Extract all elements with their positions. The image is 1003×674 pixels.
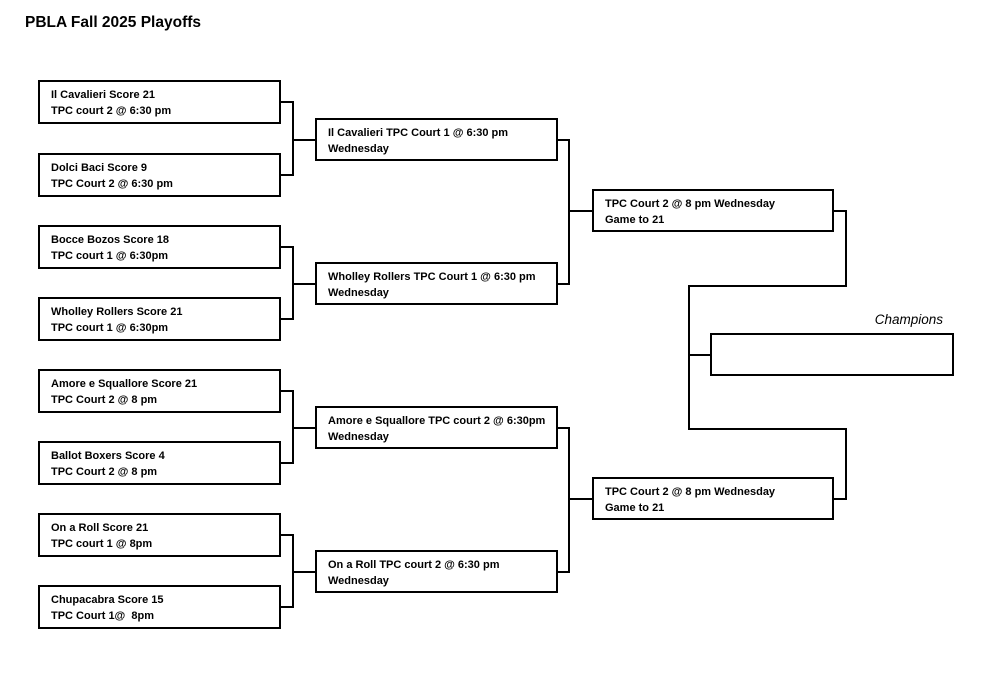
champions-box [710, 333, 954, 376]
team-score-line: Amore e Squallore Score 21 [51, 378, 198, 390]
game-to-line: Game to 21 [605, 214, 665, 226]
round2-box-wholley-rollers: Wholley Rollers TPC Court 1 @ 6:30 pm We… [315, 262, 558, 305]
schedule-line: TPC Court 2 @ 8 pm [51, 466, 158, 478]
connector-line [557, 427, 570, 429]
round1-box-chupacabra: Chupacabra Score 15 TPC Court 1@ 8pm [38, 585, 281, 629]
connector-line [280, 246, 294, 248]
team-score-line: Il Cavalieri Score 21 [51, 89, 155, 101]
connector-line [557, 283, 570, 285]
connector-line [292, 101, 294, 176]
team-score-line: On a Roll Score 21 [51, 522, 149, 534]
round2-box-il-cavalieri: Il Cavalieri TPC Court 1 @ 6:30 pm Wedne… [315, 118, 558, 161]
connector-line [845, 428, 847, 500]
connector-line [280, 390, 294, 392]
winner-schedule-line: Wholley Rollers TPC Court 1 @ 6:30 pm [328, 271, 536, 283]
connector-line [280, 606, 294, 608]
connector-line [292, 283, 315, 285]
semifinal-schedule-line: TPC Court 2 @ 8 pm Wednesday [605, 486, 776, 498]
team-score-line: Wholley Rollers Score 21 [51, 306, 183, 318]
round1-box-dolci-baci: Dolci Baci Score 9 TPC Court 2 @ 6:30 pm [38, 153, 281, 197]
connector-line [568, 498, 592, 500]
round1-box-on-a-roll: On a Roll Score 21 TPC court 1 @ 8pm [38, 513, 281, 557]
connector-line [688, 354, 710, 356]
connector-line [280, 318, 294, 320]
round2-box-on-a-roll: On a Roll TPC court 2 @ 6:30 pm Wednesda… [315, 550, 558, 593]
semifinal-schedule-line: TPC Court 2 @ 8 pm Wednesday [605, 198, 776, 210]
connector-line [688, 285, 847, 287]
winner-schedule-line: On a Roll TPC court 2 @ 6:30 pm [328, 559, 500, 571]
schedule-line: TPC Court 2 @ 8 pm [51, 394, 158, 406]
connector-line [280, 174, 294, 176]
schedule-line: TPC court 1 @ 6:30pm [51, 322, 169, 334]
connector-line [280, 534, 294, 536]
team-score-line: Chupacabra Score 15 [51, 594, 164, 606]
connector-line [833, 498, 847, 500]
team-score-line: Bocce Bozos Score 18 [51, 234, 169, 246]
connector-line [557, 571, 570, 573]
connector-line [688, 428, 847, 430]
connector-line [280, 101, 294, 103]
semifinal-box-top: TPC Court 2 @ 8 pm Wednesday Game to 21 [592, 189, 834, 232]
round1-box-bocce-bozos: Bocce Bozos Score 18 TPC court 1 @ 6:30p… [38, 225, 281, 269]
winner-schedule-line: Amore e Squallore TPC court 2 @ 6:30pm [328, 415, 546, 427]
schedule-line: TPC Court 2 @ 6:30 pm [51, 178, 173, 190]
connector-line [833, 210, 847, 212]
game-to-line: Game to 21 [605, 502, 665, 514]
team-score-line: Dolci Baci Score 9 [51, 162, 147, 174]
schedule-line: TPC court 1 @ 6:30pm [51, 250, 169, 262]
round1-box-il-cavalieri: Il Cavalieri Score 21 TPC court 2 @ 6:30… [38, 80, 281, 124]
team-score-line: Ballot Boxers Score 4 [51, 450, 165, 462]
connector-line [845, 210, 847, 287]
connector-line [292, 427, 315, 429]
schedule-line: TPC court 1 @ 8pm [51, 538, 153, 550]
day-line: Wednesday [328, 287, 389, 299]
round1-box-ballot-boxers: Ballot Boxers Score 4 TPC Court 2 @ 8 pm [38, 441, 281, 485]
round1-box-amore-e-squallore: Amore e Squallore Score 21 TPC Court 2 @… [38, 369, 281, 413]
day-line: Wednesday [328, 143, 389, 155]
day-line: Wednesday [328, 431, 389, 443]
connector-line [568, 427, 570, 573]
connector-line [557, 139, 570, 141]
schedule-line: TPC court 2 @ 6:30 pm [51, 105, 172, 117]
connector-line [568, 210, 592, 212]
connector-line [292, 139, 315, 141]
schedule-line: TPC Court 1@ 8pm [51, 610, 155, 622]
winner-schedule-line: Il Cavalieri TPC Court 1 @ 6:30 pm [328, 127, 509, 139]
connector-line [280, 462, 294, 464]
round1-box-wholley-rollers: Wholley Rollers Score 21 TPC court 1 @ 6… [38, 297, 281, 341]
champions-label: Champions [874, 312, 943, 327]
round2-box-amore-e-squallore: Amore e Squallore TPC court 2 @ 6:30pm W… [315, 406, 558, 449]
connector-line [568, 139, 570, 285]
page-title: PBLA Fall 2025 Playoffs [25, 14, 202, 31]
connector-line [292, 571, 315, 573]
connector-line [688, 285, 690, 430]
semifinal-box-bottom: TPC Court 2 @ 8 pm Wednesday Game to 21 [592, 477, 834, 520]
day-line: Wednesday [328, 575, 389, 587]
